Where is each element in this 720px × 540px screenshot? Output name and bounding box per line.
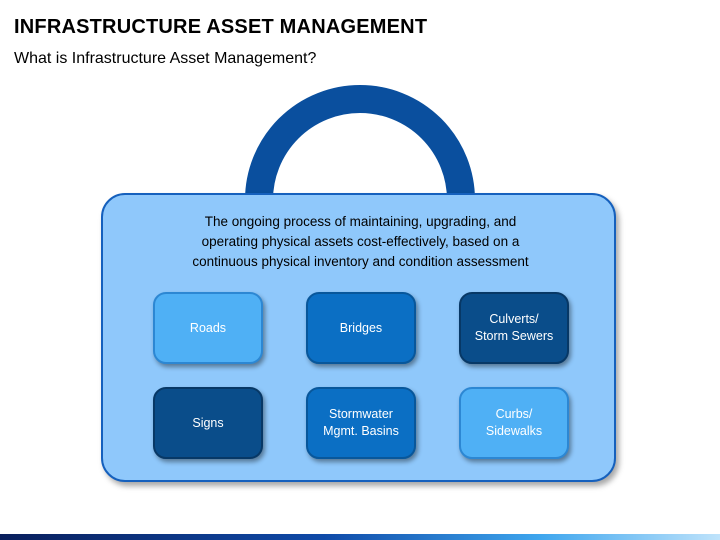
definition-line: The ongoing process of maintaining, upgr… xyxy=(204,214,517,229)
definition-line: continuous physical inventory and condit… xyxy=(192,254,529,269)
footer-gradient-bar xyxy=(0,534,720,540)
asset-card-culverts: Culverts/ Storm Sewers xyxy=(459,292,569,364)
asset-card-label: Storm Sewers xyxy=(474,329,554,343)
asset-card-signs: Signs xyxy=(153,387,263,459)
asset-card-label: Culverts/ xyxy=(489,312,539,326)
asset-card-label: Bridges xyxy=(339,320,383,335)
asset-card-label: Roads xyxy=(189,320,227,335)
bag-body: The ongoing process of maintaining, upgr… xyxy=(101,193,616,482)
asset-card-label: Signs xyxy=(192,415,224,430)
asset-card-bridges: Bridges xyxy=(306,292,416,364)
asset-card-label: Stormwater xyxy=(329,407,393,421)
asset-card-stormwater: Stormwater Mgmt. Basins xyxy=(306,387,416,459)
definition-text: The ongoing process of maintaining, upgr… xyxy=(103,212,618,272)
page-subtitle: What is Infrastructure Asset Management? xyxy=(14,50,317,67)
definition-line: operating physical assets cost-effective… xyxy=(201,234,520,249)
asset-card-curbs: Curbs/ Sidewalks xyxy=(459,387,569,459)
asset-card-label: Curbs/ xyxy=(495,407,533,421)
asset-card-roads: Roads xyxy=(153,292,263,364)
page-title: INFRASTRUCTURE ASSET MANAGEMENT xyxy=(14,16,428,38)
asset-card-label: Sidewalks xyxy=(485,424,543,438)
asset-card-label: Mgmt. Basins xyxy=(323,424,399,438)
